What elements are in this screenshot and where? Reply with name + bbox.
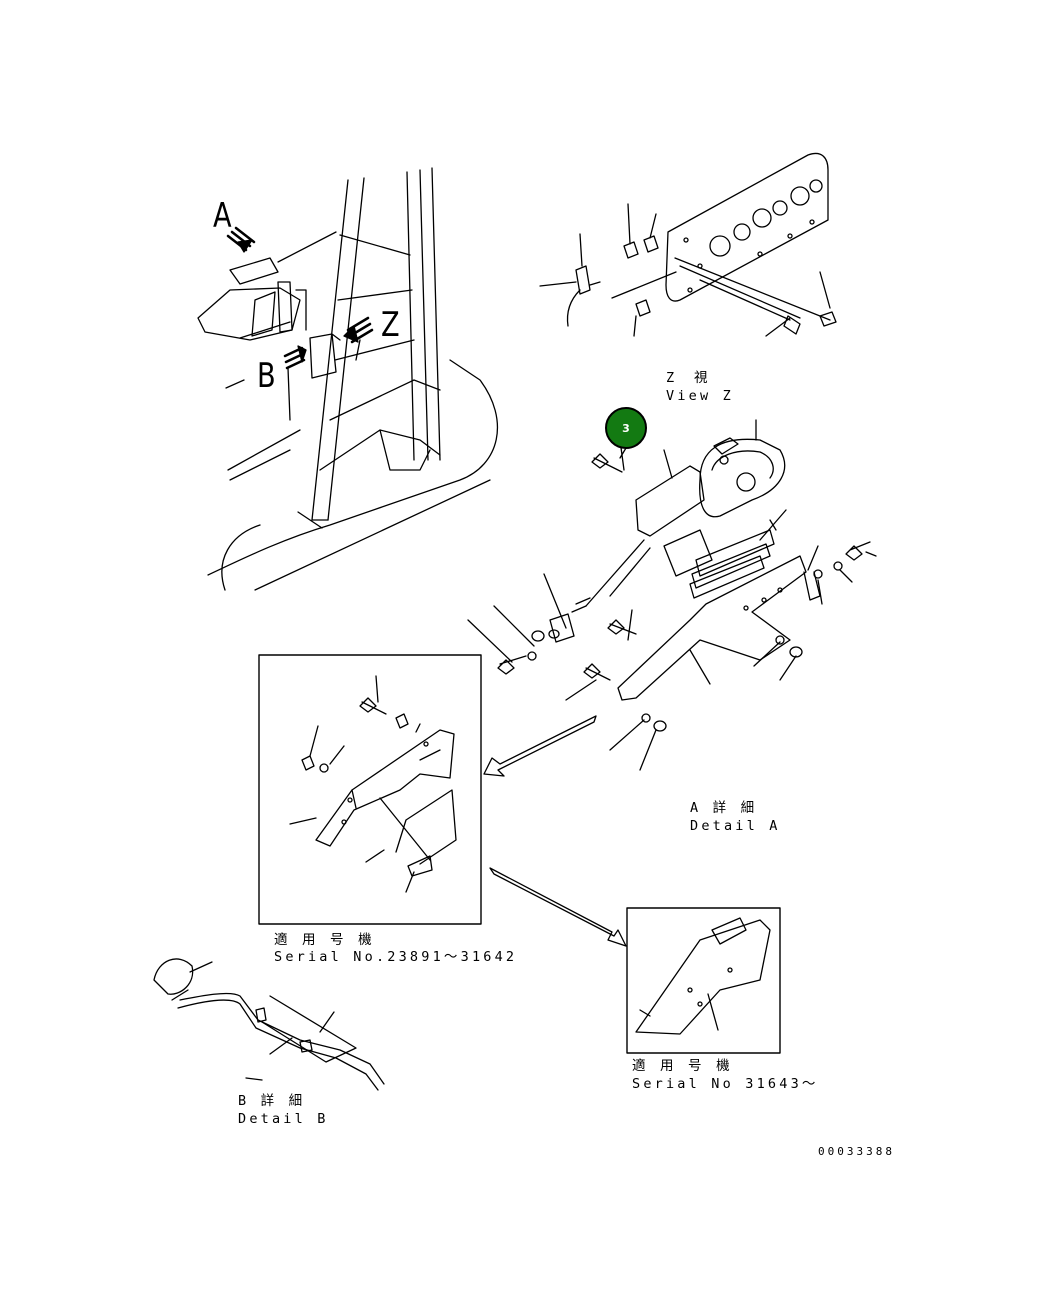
reference-arrows (484, 716, 626, 946)
serial1-caption-jp: 適 用 号 機 (274, 932, 375, 948)
view-z-caption-en: View Z (666, 388, 734, 404)
inset-frame-serial-23891 (259, 655, 481, 924)
detail-a-caption-en: Detail A (690, 818, 781, 834)
detail-b-caption-en: Detail B (238, 1111, 329, 1127)
inset-frame-serial-31643 (627, 908, 780, 1053)
serial2-caption-en: Serial No 31643～ (632, 1076, 819, 1092)
detail-a-assembly (468, 420, 876, 770)
view-z-assembly (540, 153, 836, 336)
view-a-label: A (213, 196, 232, 236)
view-z-caption-jp: Z 視 (666, 370, 711, 386)
view-z-label: Z (381, 305, 400, 345)
detail-b-assembly (154, 959, 384, 1090)
serial1-caption-en: Serial No.23891～31642 (274, 949, 518, 965)
machine-overview (198, 168, 497, 590)
inset-assembly-31643 (636, 918, 770, 1034)
view-b-label: B (257, 356, 276, 396)
document-id: 00033388 (818, 1145, 895, 1158)
callout-leader (620, 448, 626, 458)
serial2-caption-jp: 適 用 号 機 (632, 1058, 733, 1074)
inset-assembly-23891 (290, 676, 456, 892)
detail-a-caption-jp: A 詳 細 (690, 800, 758, 816)
part-callout-number: 3 (622, 421, 630, 435)
detail-b-caption-jp: B 詳 細 (238, 1093, 306, 1109)
part-callout-3[interactable]: 3 (605, 407, 647, 449)
